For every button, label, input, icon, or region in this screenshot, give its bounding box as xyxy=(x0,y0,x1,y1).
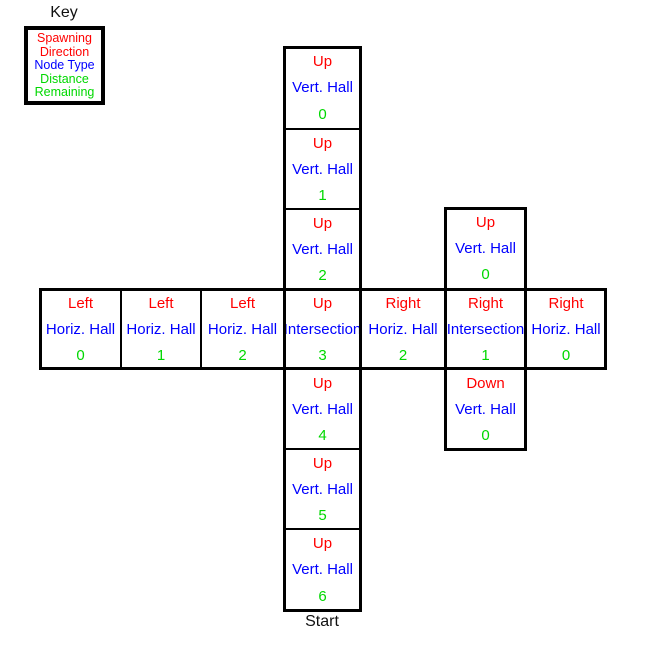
cell-node-type: Horiz. Hall xyxy=(531,320,601,338)
cell-node-type: Horiz. Hall xyxy=(368,320,438,338)
cell-distance: 6 xyxy=(318,588,327,606)
cell-node-type: Intersection xyxy=(283,320,362,338)
cell-direction: Up xyxy=(475,213,496,231)
start-label: Start xyxy=(305,613,339,630)
cell-direction: Up xyxy=(312,134,333,152)
cell-node-type: Vert. Hall xyxy=(292,400,353,418)
cell-node-type: Horiz. Hall xyxy=(45,320,116,338)
cell-node-type: Vert. Hall xyxy=(455,400,516,418)
cell-distance: 2 xyxy=(398,346,408,364)
cell-distance: 0 xyxy=(561,346,571,364)
cell-direction: Left xyxy=(67,294,94,312)
cell-direction: Right xyxy=(467,294,504,312)
cell-direction: Up xyxy=(312,52,333,70)
cell-distance: 2 xyxy=(238,346,247,364)
key-line: Spawning xyxy=(37,31,92,46)
cell-distance: 1 xyxy=(481,346,490,364)
cell-direction: Up xyxy=(312,534,333,552)
cell-node-type: Intersection xyxy=(446,320,525,338)
key-line: Direction xyxy=(39,44,90,59)
cell-direction: Up xyxy=(312,294,333,312)
cell-distance: 3 xyxy=(318,346,327,364)
cell-distance: 4 xyxy=(318,426,327,444)
cell-direction: Right xyxy=(548,294,584,312)
cell-node-type: Vert. Hall xyxy=(292,160,353,178)
key-line: Distance xyxy=(40,71,89,86)
cell-node-type: Vert. Hall xyxy=(292,240,353,258)
cell-distance: 1 xyxy=(156,346,166,364)
cell-distance: 2 xyxy=(318,266,327,284)
cell-node-type: Vert. Hall xyxy=(292,480,353,498)
cell-direction: Left xyxy=(229,294,256,312)
cell-node-type: Horiz. Hall xyxy=(126,320,196,338)
cell-direction: Up xyxy=(312,454,333,472)
cell-direction: Down xyxy=(466,374,505,392)
cell-node-type: Vert. Hall xyxy=(292,79,353,97)
key-line: Remaining xyxy=(34,85,95,99)
cell-node-type: Horiz. Hall xyxy=(207,320,278,338)
key-line: Node Type xyxy=(34,58,95,73)
cell-direction: Up xyxy=(312,214,333,232)
cell-direction: Up xyxy=(312,374,333,392)
cell-distance: 1 xyxy=(318,186,327,204)
cell-distance: 0 xyxy=(76,346,85,364)
cell-node-type: Vert. Hall xyxy=(292,561,353,579)
key-title: Key xyxy=(50,4,78,21)
cell-direction: Right xyxy=(385,294,421,312)
cell-node-type: Vert. Hall xyxy=(455,239,516,257)
cell-distance: 0 xyxy=(318,106,327,124)
cell-distance: 5 xyxy=(318,506,327,524)
cell-distance: 0 xyxy=(481,427,490,445)
cell-direction: Left xyxy=(148,294,174,312)
cell-distance: 0 xyxy=(481,266,490,284)
